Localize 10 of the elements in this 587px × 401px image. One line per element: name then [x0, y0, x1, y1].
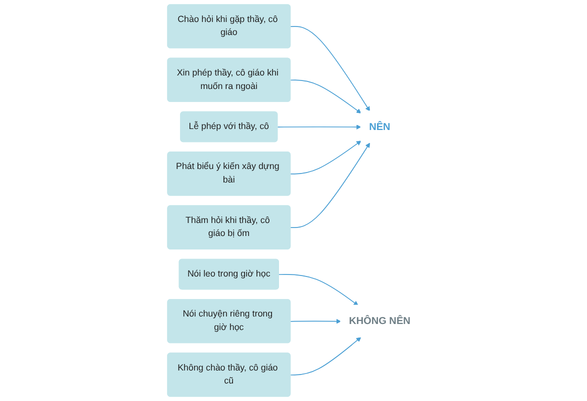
node-text: NÊN [369, 120, 391, 132]
node-text: KHÔNG NÊN [349, 315, 411, 326]
arrow [290, 80, 362, 114]
arrow [290, 140, 362, 174]
arrow [290, 142, 370, 228]
arrow [278, 274, 359, 306]
arrow [290, 337, 362, 376]
arrow [290, 26, 370, 112]
arrow [290, 318, 342, 324]
arrow [278, 124, 362, 130]
